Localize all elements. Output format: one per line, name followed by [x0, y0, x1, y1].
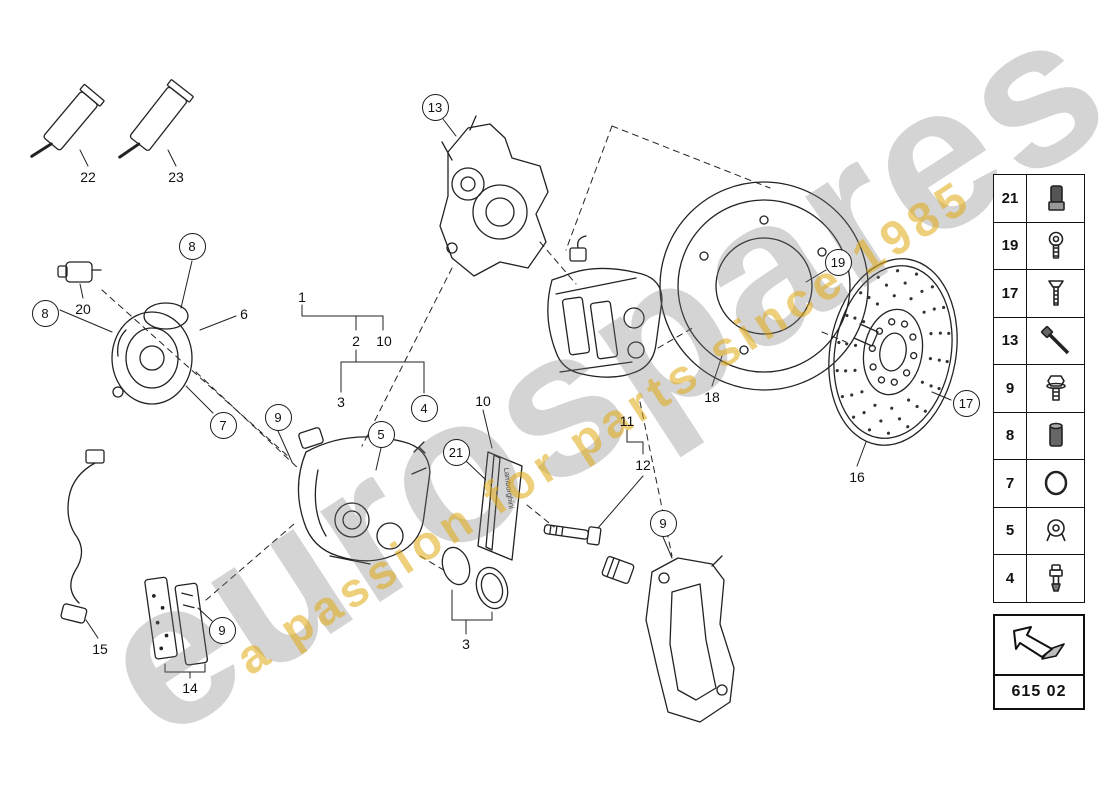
part-group-code: 615 02 [993, 675, 1085, 710]
sidebar-item-number: 5 [994, 507, 1027, 554]
sidebar-item-number: 9 [994, 365, 1027, 412]
caliper-lower [297, 427, 431, 565]
callout-19[interactable]: 19 [824, 248, 852, 276]
part-label-15: 15 [92, 641, 108, 657]
part-label-1: 1 [298, 289, 306, 305]
bleeder-valve-icon [1027, 555, 1084, 602]
part-label-23: 23 [168, 169, 184, 185]
part-label-3: 3 [337, 394, 345, 410]
callout-9[interactable]: 9 [208, 616, 236, 644]
part-label-14: 14 [182, 680, 198, 696]
sensor-part [57, 261, 102, 283]
brake-disc [828, 258, 958, 446]
callout-4[interactable]: 4 [410, 394, 438, 422]
direction-arrow-icon [1004, 619, 1074, 670]
retaining-clip-icon [1027, 508, 1084, 555]
construction-lines [101, 125, 847, 601]
sidebar-item-number: 4 [994, 555, 1027, 602]
sidebar-item-4[interactable]: 4 [994, 555, 1084, 602]
wear-sensor-wire [60, 449, 105, 624]
part-label-20: 20 [75, 301, 91, 317]
wheel-knuckle [439, 115, 549, 277]
sidebar-item-number: 13 [994, 317, 1027, 364]
callout-8[interactable]: 8 [31, 299, 59, 327]
sidebar-item-number: 19 [994, 222, 1027, 269]
part-label-2: 2 [352, 333, 360, 349]
callout-9[interactable]: 9 [649, 509, 677, 537]
countersunk-screw-icon [1027, 270, 1084, 317]
sidebar-item-number: 8 [994, 412, 1027, 459]
part-label-10: 10 [376, 333, 392, 349]
sidebar-item-number: 7 [994, 460, 1027, 507]
sidebar-item-number: 17 [994, 270, 1027, 317]
parking-brake-actuator [111, 302, 193, 405]
callout-9[interactable]: 9 [264, 403, 292, 431]
caliper-carrier [645, 555, 735, 723]
part-label-22: 22 [80, 169, 96, 185]
direction-arrow-box[interactable] [993, 613, 1085, 676]
cap-sleeve-icon [1027, 175, 1084, 222]
sidebar-item-9[interactable]: 9 [994, 365, 1084, 413]
part-label-12: 12 [635, 457, 651, 473]
grease-tube-23 [118, 79, 194, 159]
guide-pin [543, 524, 602, 546]
brake-pads-14 [144, 576, 209, 666]
sidebar-item-5[interactable]: 5 [994, 507, 1084, 555]
flanged-bolt-icon [1027, 365, 1084, 412]
callout-13[interactable]: 13 [421, 93, 449, 121]
grease-tube-22 [30, 83, 105, 158]
sidebar-item-number: 21 [994, 175, 1027, 222]
part-label-16: 16 [849, 469, 865, 485]
sidebar-item-8[interactable]: 8 [994, 412, 1084, 460]
callout-7[interactable]: 7 [209, 411, 237, 439]
sidebar-item-17[interactable]: 17 [994, 270, 1084, 318]
long-bolt-icon [1027, 318, 1084, 365]
sidebar-item-13[interactable]: 13 [994, 317, 1084, 365]
part-label-18: 18 [704, 389, 720, 405]
part-label-10: 10 [475, 393, 491, 409]
sidebar-item-19[interactable]: 19 [994, 222, 1084, 270]
sidebar-item-21[interactable]: 21 [994, 175, 1084, 223]
sidebar-item-7[interactable]: 7 [994, 460, 1084, 508]
part-label-3: 3 [462, 636, 470, 652]
seal-rings [441, 546, 509, 610]
caliper-upper [547, 235, 663, 378]
o-ring-icon [1027, 460, 1084, 507]
callout-8[interactable]: 8 [178, 232, 206, 260]
callout-21[interactable]: 21 [442, 438, 470, 466]
socket-bushing-icon [1027, 413, 1084, 460]
round-head-screw-icon [1027, 223, 1084, 270]
callout-17[interactable]: 17 [952, 389, 980, 417]
leader-lines [59, 118, 952, 679]
backing-plate [659, 181, 879, 391]
bushing-part [601, 556, 635, 584]
part-label-11: 11 [619, 413, 635, 429]
callout-5[interactable]: 5 [367, 420, 395, 448]
disc-drill-holes [835, 269, 951, 435]
part-label-6: 6 [240, 306, 248, 322]
